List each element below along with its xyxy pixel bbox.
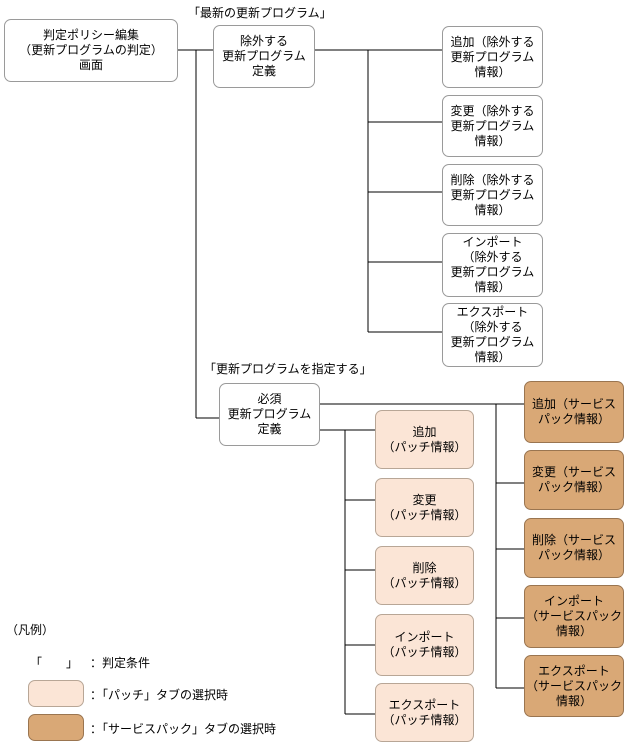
condition-latest-updates: 「最新の更新プログラム」: [188, 6, 332, 20]
required-updates-definition-node: 必須 更新プログラム 定義: [219, 383, 320, 446]
patch-export-node: エクスポート （パッチ情報）: [375, 683, 474, 742]
legend-servicepack-swatch: [28, 714, 84, 741]
legend-title: （凡例）: [6, 623, 55, 637]
legend-servicepack-label: ：「サービスパック」タブの選択時: [90, 722, 277, 736]
excluded-delete-node: 削除（除外する 更新プログラム 情報）: [442, 164, 543, 226]
legend-patch-swatch: [28, 680, 84, 707]
excluded-export-node: エクスポート （除外する 更新プログラム 情報）: [442, 303, 543, 367]
excluded-import-node: インポート （除外する 更新プログラム 情報）: [442, 233, 543, 297]
servicepack-delete-node: 削除（サービス パック情報）: [524, 518, 624, 578]
root-screen-node: 判定ポリシー編集 （更新プログラムの判定） 画面: [4, 19, 178, 82]
condition-specify-updates: 「更新プログラムを指定する」: [204, 362, 372, 376]
excluded-edit-node: 変更（除外する 更新プログラム 情報）: [442, 95, 543, 157]
servicepack-add-node: 追加（サービス パック情報）: [524, 381, 624, 443]
patch-import-node: インポート （パッチ情報）: [375, 614, 474, 676]
patch-add-node: 追加 （パッチ情報）: [375, 410, 474, 469]
servicepack-export-node: エクスポート （サービスパック 情報）: [524, 655, 624, 717]
servicepack-import-node: インポート （サービスパック 情報）: [524, 585, 624, 648]
servicepack-edit-node: 変更（サービス パック情報）: [524, 450, 624, 510]
patch-edit-node: 変更 （パッチ情報）: [375, 478, 474, 537]
patch-delete-node: 削除 （パッチ情報）: [375, 546, 474, 605]
legend-condition-symbol: 「 」: [30, 656, 79, 670]
legend-condition-label: ：判定条件: [90, 656, 151, 670]
legend-patch-label: ：「パッチ」タブの選択時: [90, 688, 229, 702]
excluded-updates-definition-node: 除外する 更新プログラム 定義: [213, 25, 315, 88]
excluded-add-node: 追加（除外する 更新プログラム 情報）: [442, 26, 543, 88]
